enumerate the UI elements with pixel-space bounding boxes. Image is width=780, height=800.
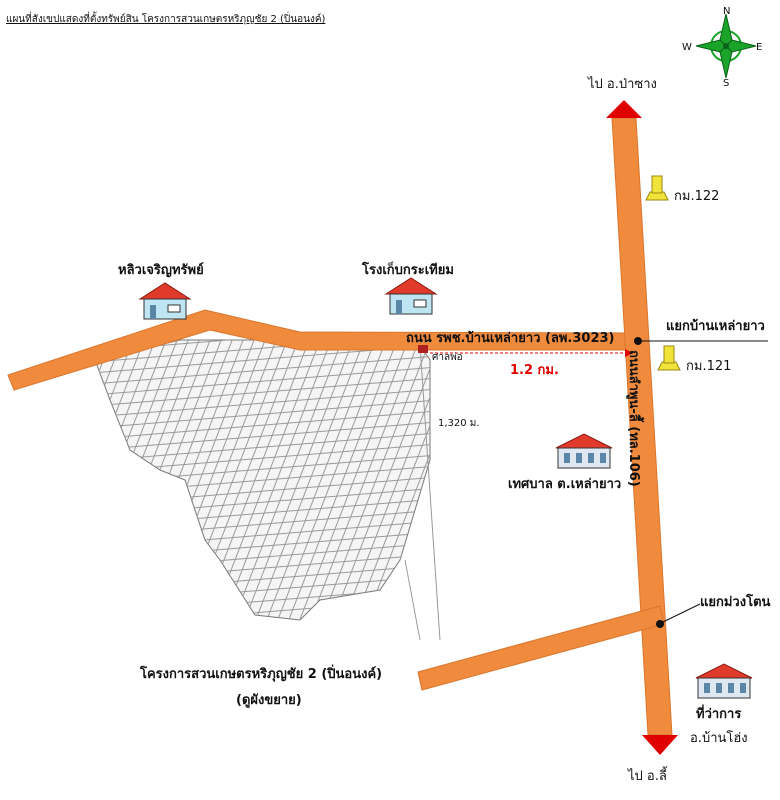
compass-s: S bbox=[723, 78, 729, 89]
project-name-label: โครงการสวนเกษตรหริภุญชัย 2 (ปิ่นอนงค์) bbox=[139, 664, 382, 682]
junction-dot-lao-yao bbox=[634, 337, 642, 345]
to-li-label: ไป อ.ลี้ bbox=[627, 766, 668, 784]
landmark-1-label: หลิวเจริญทรัพย์ bbox=[118, 262, 204, 278]
junction-muang-ton-label: แยกม่วงโตน bbox=[700, 593, 771, 610]
landmark-4-label: ที่ว่าการ bbox=[696, 704, 741, 722]
km121-label: กม.121 bbox=[686, 359, 731, 374]
compass-n: N bbox=[723, 6, 730, 17]
distance-label: 1.2 กม. bbox=[510, 363, 559, 378]
junction-dot-muang-ton bbox=[656, 620, 664, 628]
km-post-122-icon bbox=[645, 175, 669, 201]
house-icon bbox=[384, 277, 438, 315]
project-note-label: (ดูผังขยาย) bbox=[236, 693, 302, 708]
building-icon bbox=[695, 663, 753, 699]
shrine-label: ศาลพ่อ bbox=[432, 352, 463, 363]
km122-label: กม.122 bbox=[674, 189, 719, 204]
landmark-2-label: โรงเก็บกระเทียม bbox=[361, 260, 454, 278]
map-title: แผนที่สังเขปแสดงที่ตั้งทรัพย์สิน โครงการ… bbox=[6, 11, 326, 25]
ban-hong-label: อ.บ้านโฮ่ง bbox=[690, 730, 748, 746]
highway-106 bbox=[611, 117, 673, 736]
landmark-3-label: เทศบาล ต.เหล่ายาว bbox=[508, 477, 621, 492]
road-3023-label: ถนน รพช.บ้านเหล่ายาว (ลพ.3023) bbox=[406, 330, 614, 346]
highway-106-label: ถนนลำพูน-ลี้ (ทล.106) bbox=[626, 350, 645, 487]
arrow-up-icon bbox=[606, 100, 642, 118]
compass-w: W bbox=[682, 42, 692, 53]
house-icon bbox=[138, 282, 192, 320]
compass-icon: N S E W bbox=[682, 6, 762, 89]
to-pa-sang-label: ไป อ.ป่าซาง bbox=[587, 76, 657, 92]
arrow-down-icon bbox=[642, 735, 678, 755]
shrine-icon bbox=[418, 345, 428, 353]
side-distance-label: 1,320 ม. bbox=[438, 418, 480, 429]
km-post-121-icon bbox=[657, 345, 681, 371]
building-icon bbox=[555, 433, 613, 469]
road-lower bbox=[417, 605, 665, 691]
compass-e: E bbox=[756, 42, 762, 53]
junction-lao-yao-label: แยกบ้านเหล่ายาว bbox=[666, 318, 765, 334]
